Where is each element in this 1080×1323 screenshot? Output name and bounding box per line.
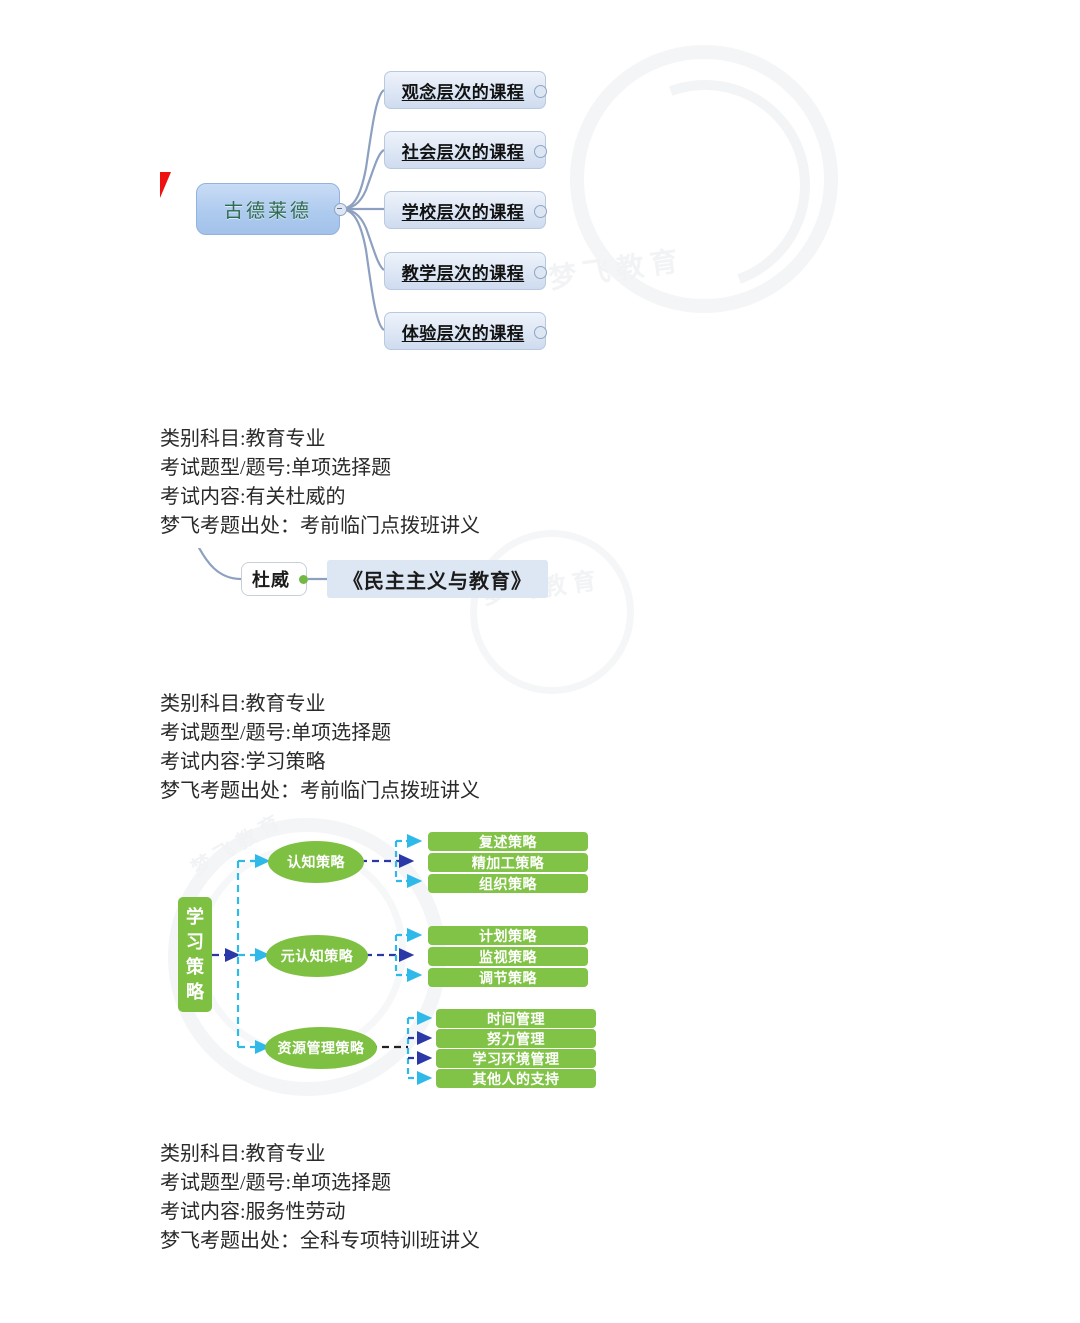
ls-leaf-label-2-3: 其他人的支持 — [472, 1070, 560, 1087]
info-block-2: 类别科目:教育专业 考试题型/题号:单项选择题 考试内容:学习策略 梦飞考题出处… — [160, 690, 480, 806]
ls-root-char: 略 — [186, 981, 204, 1002]
mindmap-branch-0[interactable]: 观念层次的课程 — [384, 71, 546, 109]
info-line: 类别科目:教育专业 — [160, 428, 326, 450]
mindmap-branch-label-0: 观念层次的课程 — [401, 82, 525, 102]
info-block-3: 类别科目:教育专业 考试题型/题号:单项选择题 考试内容:服务性劳动 梦飞考题出… — [160, 1140, 480, 1256]
info-block-1: 类别科目:教育专业 考试题型/题号:单项选择题 考试内容:有关杜威的 梦飞考题出… — [160, 425, 480, 541]
ls-category-2[interactable]: 资源管理策略 — [265, 1027, 377, 1069]
dewey-child-node[interactable]: 《民主主义与教育》 — [327, 560, 548, 598]
dewey-root-node[interactable]: 杜威 — [241, 562, 307, 596]
mindmap-dewey: 杜威 《民主主义与教育》 — [0, 548, 1080, 618]
ls-leaf-0-2[interactable]: 组织策略 — [428, 874, 588, 893]
ls-leaf-label-1-0: 计划策略 — [479, 927, 537, 944]
diagram-learning-strategies: 学 习 策 略 认知策略 元认知策略 资源管理策略 复述策略 精加工策略 组织策… — [160, 825, 630, 1110]
ls-leaf-label-1-2: 调节策略 — [479, 969, 537, 986]
ls-leaf-0-0[interactable]: 复述策略 — [428, 832, 588, 851]
mindmap-root-label: 古德莱德 — [223, 200, 312, 222]
ls-leaf-2-2[interactable]: 学习环境管理 — [436, 1049, 596, 1068]
ls-leaf-label-2-0: 时间管理 — [487, 1010, 545, 1027]
ls-leaf-label-2-1: 努力管理 — [487, 1030, 545, 1047]
mindmap-branch-label-3: 教学层次的课程 — [401, 263, 525, 283]
mindmap-dewey-connectors — [197, 548, 327, 581]
info-line: 类别科目:教育专业 — [160, 693, 326, 715]
dewey-root-label: 杜威 — [252, 570, 290, 590]
red-arrow-cursor — [160, 172, 171, 198]
green-dot-icon[interactable] — [299, 575, 308, 584]
ls-leaf-1-1[interactable]: 监视策略 — [428, 947, 588, 966]
mindmap-branch-3[interactable]: 教学层次的课程 — [384, 252, 546, 290]
ls-root-char: 学 — [186, 906, 204, 927]
info-line: 梦飞考题出处：考前临门点拨班讲义 — [160, 780, 480, 802]
mindmap-branch-1[interactable]: 社会层次的课程 — [384, 131, 546, 169]
branch-dot-icon-4[interactable] — [534, 326, 547, 339]
ls-category-label-1: 元认知策略 — [280, 948, 354, 964]
minus-circle-icon[interactable] — [334, 203, 347, 216]
ls-category-1[interactable]: 元认知策略 — [266, 935, 368, 977]
ls-category-label-2: 资源管理策略 — [277, 1040, 365, 1056]
ls-leaf-2-0[interactable]: 时间管理 — [436, 1009, 596, 1028]
ls-leaf-label-1-1: 监视策略 — [479, 948, 537, 965]
ls-leaf-label-0-0: 复述策略 — [479, 833, 537, 850]
ls-leaf-2-1[interactable]: 努力管理 — [436, 1029, 596, 1048]
info-line: 考试题型/题号:单项选择题 — [160, 722, 392, 744]
branch-dot-icon-3[interactable] — [534, 266, 547, 279]
branch-dot-icon-2[interactable] — [534, 205, 547, 218]
ls-leaf-1-2[interactable]: 调节策略 — [428, 968, 588, 987]
ls-root-node[interactable]: 学 习 策 略 — [178, 897, 212, 1012]
mindmap-goodlad-connectors — [339, 89, 385, 331]
dewey-child-label: 《民主主义与教育》 — [343, 570, 532, 593]
ls-root-char: 习 — [186, 931, 204, 952]
info-line: 考试内容:有关杜威的 — [160, 486, 346, 508]
mindmap-root-node[interactable]: 古德莱德 — [196, 183, 340, 235]
mindmap-branch-label-4: 体验层次的课程 — [401, 323, 525, 343]
ls-leaf-2-3[interactable]: 其他人的支持 — [436, 1069, 596, 1088]
ls-root-char: 策 — [186, 956, 204, 977]
mindmap-branch-2[interactable]: 学校层次的课程 — [384, 191, 546, 229]
ls-category-0[interactable]: 认知策略 — [268, 841, 364, 883]
branch-dot-icon-1[interactable] — [534, 145, 547, 158]
info-line: 考试内容:服务性劳动 — [160, 1201, 346, 1223]
mindmap-branch-4[interactable]: 体验层次的课程 — [384, 312, 546, 350]
info-line: 考试内容:学习策略 — [160, 751, 326, 773]
info-line: 梦飞考题出处：全科专项特训班讲义 — [160, 1230, 480, 1252]
mindmap-branch-label-2: 学校层次的课程 — [401, 202, 525, 222]
branch-dot-icon-0[interactable] — [534, 85, 547, 98]
info-line: 梦飞考题出处：考前临门点拨班讲义 — [160, 515, 480, 537]
ls-leaf-0-1[interactable]: 精加工策略 — [428, 853, 588, 872]
ls-category-label-0: 认知策略 — [287, 854, 345, 870]
info-line: 类别科目:教育专业 — [160, 1143, 326, 1165]
ls-leaf-label-0-1: 精加工策略 — [471, 854, 545, 871]
info-line: 考试题型/题号:单项选择题 — [160, 457, 392, 479]
ls-leaf-label-2-2: 学习环境管理 — [472, 1050, 560, 1067]
info-line: 考试题型/题号:单项选择题 — [160, 1172, 392, 1194]
ls-leaf-label-0-2: 组织策略 — [479, 875, 537, 892]
mindmap-branch-label-1: 社会层次的课程 — [401, 142, 525, 162]
ls-leaf-1-0[interactable]: 计划策略 — [428, 926, 588, 945]
mindmap-goodlad: 古德莱德 观念层次的课程 社会层次的课程 学校层次的课程 教学层次的课程 体验层… — [0, 0, 1080, 400]
